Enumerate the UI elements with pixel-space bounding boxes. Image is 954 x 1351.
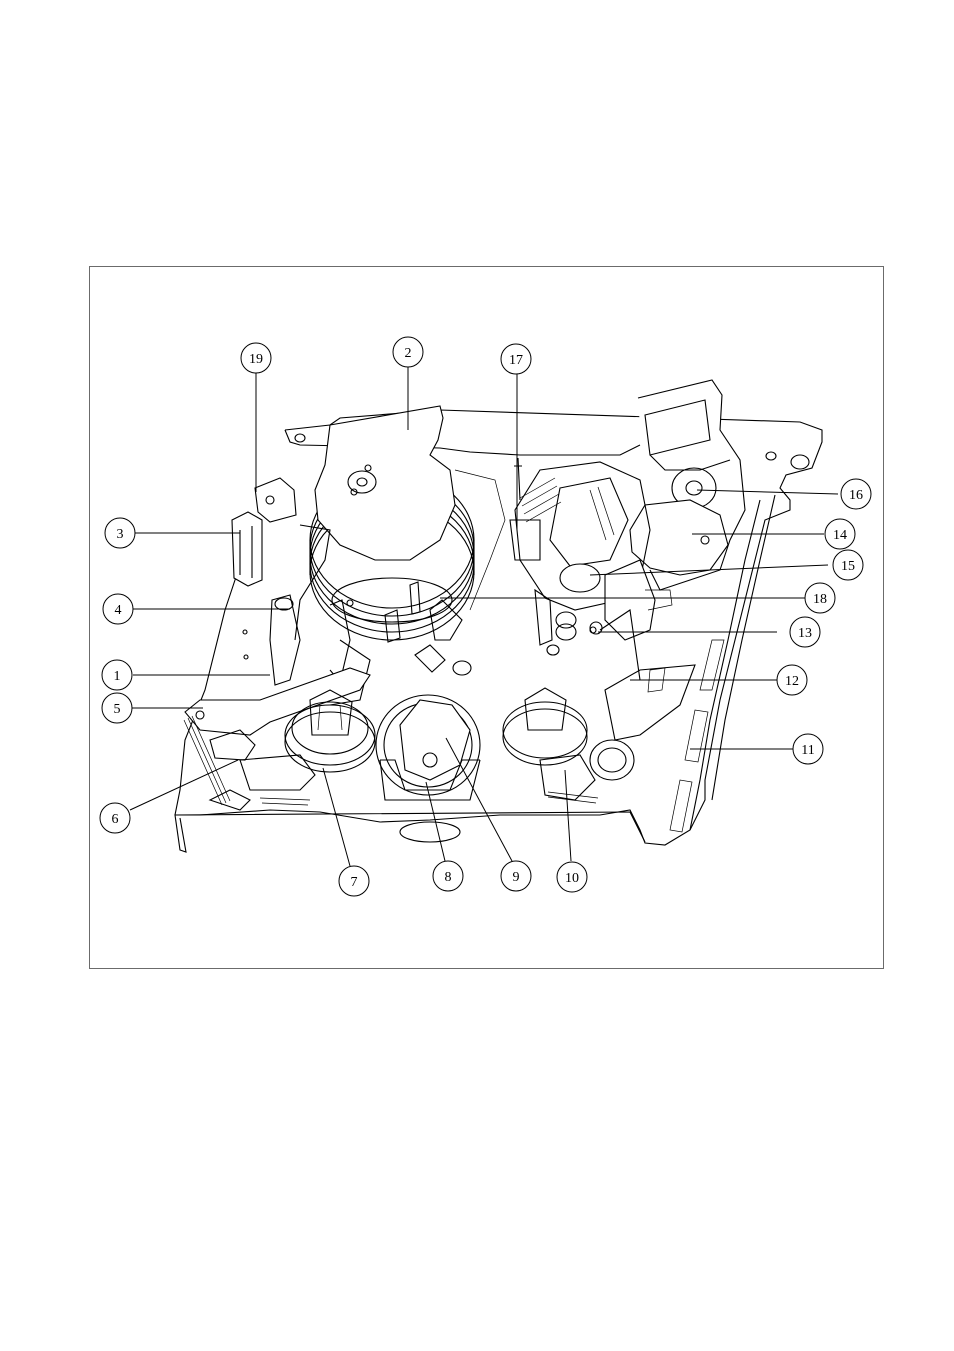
callout-4: 4 (103, 594, 133, 624)
callout-label: 12 (785, 674, 799, 689)
callout-label: 8 (445, 870, 452, 885)
callout-8: 8 (433, 861, 463, 891)
leader-lines (130, 366, 838, 866)
callout-label: 19 (249, 352, 263, 367)
callout-11: 11 (793, 734, 823, 764)
takeup-reel (503, 688, 634, 803)
callout-label: 17 (509, 353, 523, 368)
callout-label: 9 (513, 870, 520, 885)
callout-14: 14 (825, 519, 855, 549)
callout-18: 18 (805, 583, 835, 613)
callout-16: 16 (841, 479, 871, 509)
callout-label: 7 (351, 875, 358, 890)
callout-label: 15 (841, 559, 855, 574)
callout-label: 18 (813, 592, 827, 607)
callout-label: 3 (117, 527, 124, 542)
callout-label: 10 (565, 871, 579, 886)
callout-19: 19 (241, 343, 271, 373)
callout-label: 16 (849, 488, 863, 503)
callout-13: 13 (790, 617, 820, 647)
pinch-roller (535, 590, 576, 655)
capstan-assembly (510, 380, 745, 640)
callout-12: 12 (777, 665, 807, 695)
levers-and-springs (184, 668, 370, 810)
callout-label: 6 (112, 812, 119, 827)
callout-15: 15 (833, 550, 863, 580)
callout-7: 7 (339, 866, 369, 896)
callout-10: 10 (557, 862, 587, 892)
idler-gear (376, 695, 480, 800)
callout-3: 3 (105, 518, 135, 548)
head-drum (310, 406, 505, 640)
callout-label: 13 (798, 626, 812, 641)
callout-1: 1 (102, 660, 132, 690)
callout-17: 17 (501, 344, 531, 374)
callout-label: 2 (405, 346, 412, 361)
callout-label: 11 (801, 743, 814, 758)
callout-label: 4 (115, 603, 122, 618)
callout-9: 9 (501, 861, 531, 891)
callout-label: 5 (114, 702, 121, 717)
callout-label: 1 (114, 669, 121, 684)
callout-6: 6 (100, 803, 130, 833)
callout-5: 5 (102, 693, 132, 723)
callout-label: 14 (833, 528, 847, 543)
callout-2: 2 (393, 337, 423, 367)
